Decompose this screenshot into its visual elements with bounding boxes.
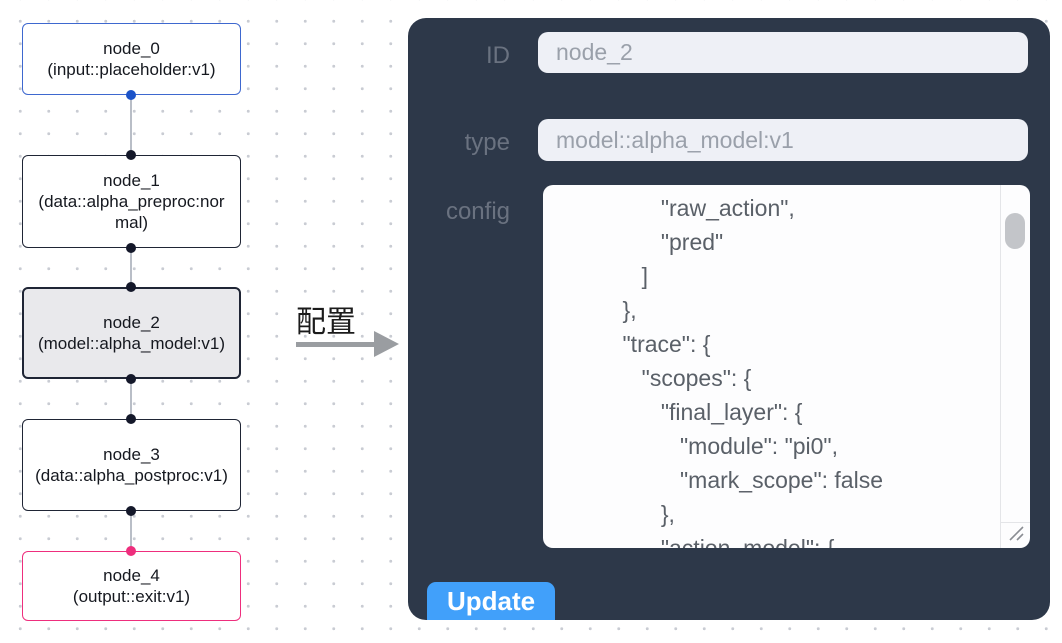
- handle-node1-source[interactable]: [126, 243, 136, 253]
- node-title: node_2: [103, 313, 160, 332]
- flow-node-node1[interactable]: node_1(data::alpha_preproc:normal): [22, 155, 241, 248]
- edge-node1-node2: [130, 248, 132, 287]
- node-subtitle: (output::exit:v1): [72, 587, 191, 606]
- flow-node-node2-selected[interactable]: node_2(model::alpha_model:v1): [22, 287, 241, 379]
- node-title: node_0: [103, 39, 160, 58]
- node-subtitle: (model::alpha_model:v1): [37, 334, 226, 353]
- type-field-label: type: [464, 129, 510, 156]
- node-config-panel: ID type config Update: [408, 18, 1050, 620]
- handle-node2-target[interactable]: [126, 282, 136, 292]
- handle-node0-source[interactable]: [126, 90, 136, 100]
- scrollbar-thumb[interactable]: [1005, 213, 1025, 249]
- node-label: node_4(output::exit:v1): [35, 565, 228, 607]
- node-subtitle: (data::alpha_postproc:v1): [35, 466, 228, 485]
- update-button[interactable]: Update: [427, 582, 555, 620]
- node-subtitle: (input::placeholder:v1): [47, 60, 216, 79]
- node-subtitle: (data::alpha_preproc:normal): [38, 192, 225, 232]
- handle-node3-target[interactable]: [126, 414, 136, 424]
- right-arrow-head-icon: [374, 331, 399, 357]
- edge-node2-node3: [130, 379, 132, 419]
- node-title: node_1: [103, 171, 160, 190]
- node-label: node_0(input::placeholder:v1): [35, 38, 228, 80]
- node-label: node_2(model::alpha_model:v1): [35, 312, 228, 354]
- configure-arrow-label: 配置: [296, 306, 356, 339]
- flow-node-node0[interactable]: node_0(input::placeholder:v1): [22, 23, 241, 95]
- scrollbar-track-divider: [1000, 185, 1001, 548]
- config-textarea[interactable]: [543, 185, 1030, 548]
- handle-node1-target[interactable]: [126, 150, 136, 160]
- scrollbar-corner-divider: [1000, 522, 1030, 523]
- edge-node3-node4: [130, 511, 132, 551]
- node-title: node_3: [103, 445, 160, 464]
- type-input[interactable]: [538, 119, 1028, 161]
- flow-node-node3[interactable]: node_3(data::alpha_postproc:v1): [22, 419, 241, 511]
- flow-node-node4[interactable]: node_4(output::exit:v1): [22, 551, 241, 621]
- node-title: node_4: [103, 566, 160, 585]
- config-editor: [543, 185, 1030, 548]
- right-arrow-icon: [296, 342, 376, 347]
- node-label: node_3(data::alpha_postproc:v1): [35, 444, 228, 486]
- handle-node4-target[interactable]: [126, 546, 136, 556]
- edge-node0-node1: [130, 95, 132, 155]
- resize-grip-icon[interactable]: [1006, 523, 1028, 545]
- id-input[interactable]: [538, 32, 1028, 73]
- handle-node2-source[interactable]: [126, 374, 136, 384]
- config-field-label: config: [445, 198, 510, 225]
- handle-node3-source[interactable]: [126, 506, 136, 516]
- node-label: node_1(data::alpha_preproc:normal): [35, 170, 228, 233]
- id-field-label: ID: [486, 42, 510, 69]
